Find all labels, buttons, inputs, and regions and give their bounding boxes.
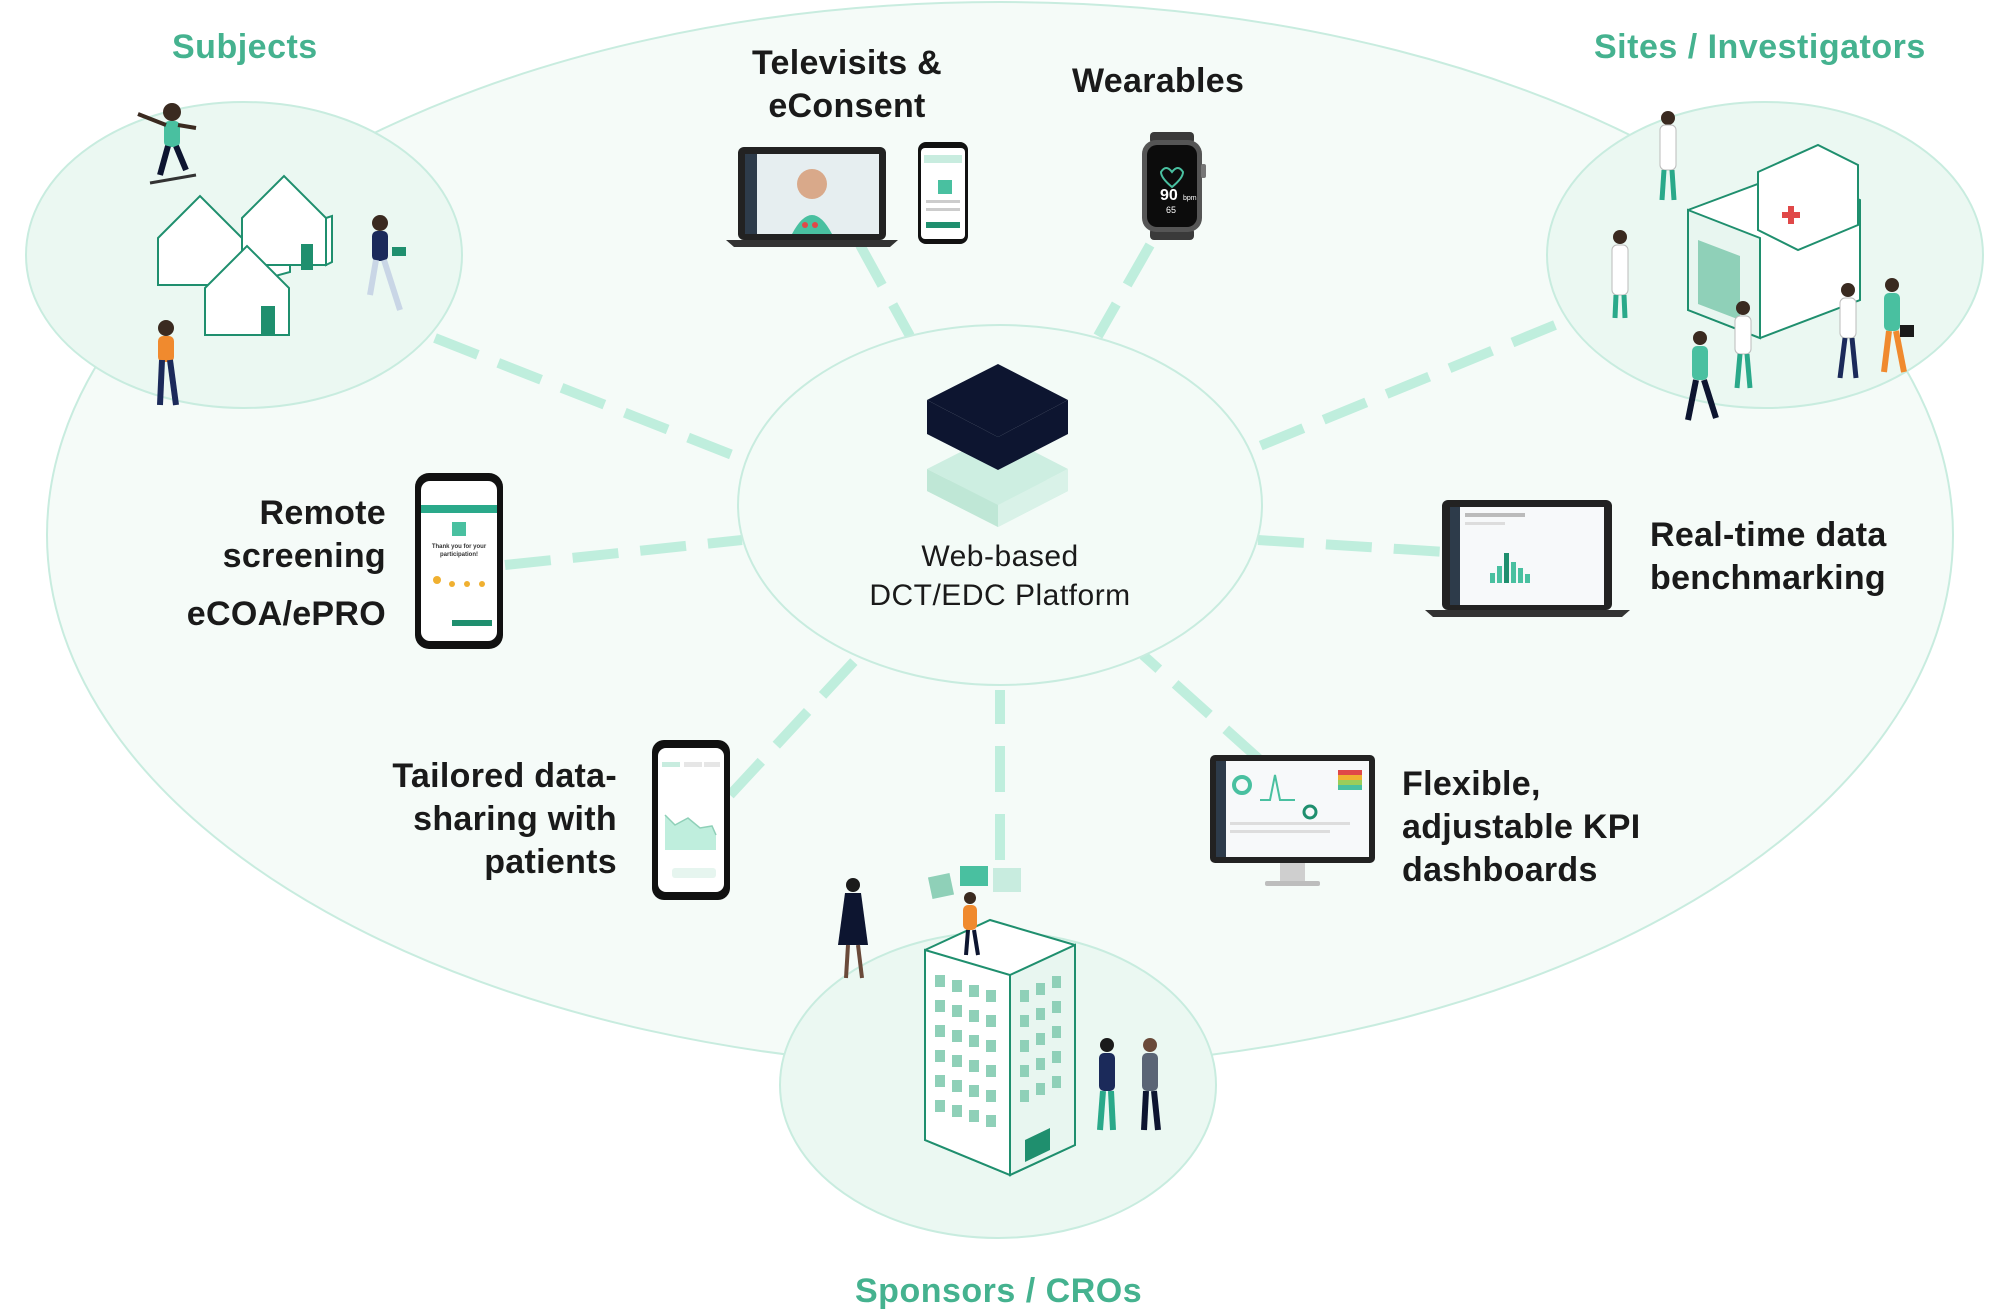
remote-line2: screening <box>222 537 386 575</box>
econsent-phone-icon <box>918 142 968 244</box>
televisits-line1: Televisits & <box>751 44 943 82</box>
phone-thanks-line2: participation! <box>440 552 478 558</box>
business-people-icon <box>838 878 1161 1131</box>
televisit-laptop-icon <box>726 147 898 247</box>
watch-sub-value: 65 <box>1166 205 1176 215</box>
watch-bpm-unit: bpm <box>1183 195 1197 202</box>
person-skateboard-icon <box>137 103 197 185</box>
benchmark-laptop-icon <box>1425 500 1630 617</box>
smartwatch-icon: 90 bpm 65 <box>1142 132 1206 240</box>
hub-label: Web-based DCT/EDC Platform <box>820 537 1180 615</box>
platform-logo-icon <box>927 364 1068 527</box>
doctors-group-icon <box>1611 111 1914 421</box>
wearables-line1: Wearables <box>1072 62 1245 100</box>
kpi-line2: adjustable KPI <box>1402 808 1641 846</box>
watch-bpm-value: 90 <box>1160 187 1178 204</box>
patient-phone-icon <box>652 740 730 900</box>
remote-line1: Remote <box>259 494 386 532</box>
person-laptop-icon <box>367 215 406 311</box>
feature-kpi: Flexible, adjustable KPI dashboards <box>1402 763 1640 892</box>
group-label-sponsors: Sponsors / CROs <box>855 1272 1143 1310</box>
ecoa-line1: eCOA/ePRO <box>186 595 386 633</box>
feature-benchmarking: Real-time data benchmarking <box>1650 514 1887 600</box>
feature-wearables: Wearables <box>1072 60 1244 103</box>
person-phone-icon <box>157 320 179 406</box>
connectors <box>433 242 1557 860</box>
kpi-line1: Flexible, <box>1402 765 1541 803</box>
benchmarking-line1: Real-time data <box>1650 516 1887 554</box>
benchmarking-line2: benchmarking <box>1650 559 1886 597</box>
tailored-line2: sharing with <box>413 800 617 838</box>
feature-remote-screening: Remote screening <box>180 492 386 578</box>
office-building-icon <box>924 866 1076 1177</box>
group-label-subjects: Subjects <box>172 28 318 66</box>
screening-phone-icon: Thank you for your participation! <box>415 473 503 649</box>
feature-ecoa: eCOA/ePRO <box>170 593 386 636</box>
feature-tailored: Tailored data- sharing with patients <box>345 755 617 884</box>
kpi-monitor-icon <box>1210 755 1375 886</box>
phone-thanks-line1: Thank you for your <box>432 544 487 550</box>
feature-televisits: Televisits & eConsent <box>740 42 954 128</box>
hub-label-line2: DCT/EDC Platform <box>869 579 1131 612</box>
houses-illustration <box>157 174 333 336</box>
tailored-line3: patients <box>484 843 617 881</box>
tailored-line1: Tailored data- <box>392 757 617 795</box>
group-label-sites: Sites / Investigators <box>1594 28 1926 66</box>
televisits-line2: eConsent <box>768 87 926 125</box>
hub-label-line1: Web-based <box>921 540 1079 573</box>
kpi-line3: dashboards <box>1402 851 1598 889</box>
